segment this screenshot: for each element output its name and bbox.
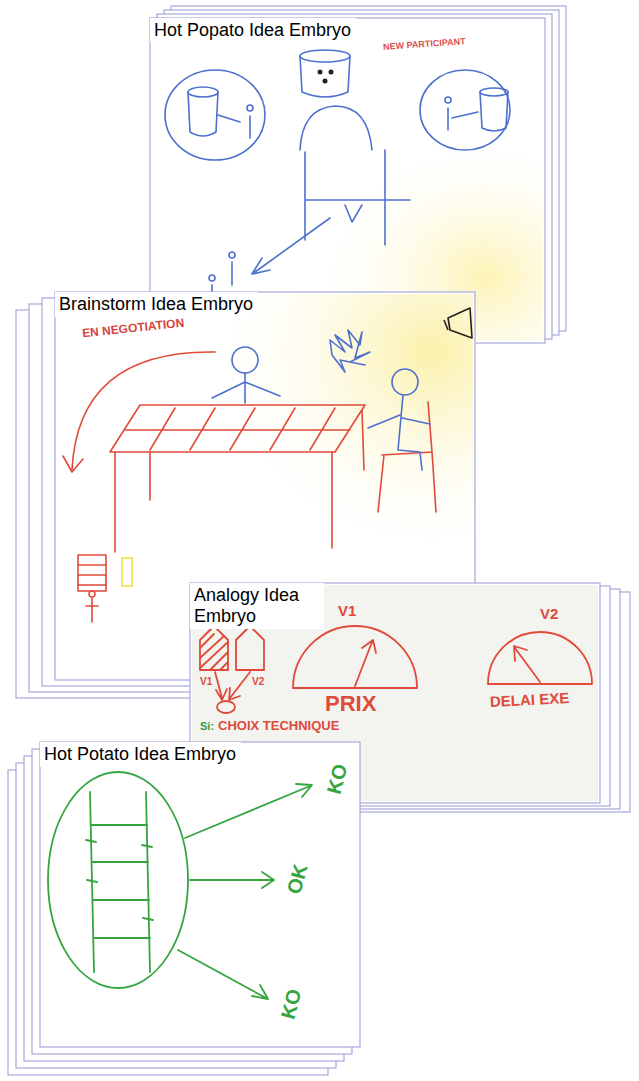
dice-dots — [329, 70, 334, 75]
blue-sketch — [368, 395, 430, 470]
blue-sketch — [480, 88, 508, 96]
blue-sketch — [212, 330, 430, 470]
blue-sketch — [247, 105, 253, 111]
blue-sketch — [445, 97, 451, 103]
sketch-label: DELAI EXE — [490, 690, 570, 711]
red-sketch — [89, 591, 95, 597]
sketch-label: PRIX — [325, 692, 376, 716]
blue-sketch — [392, 369, 418, 395]
blue-sketch — [448, 108, 478, 130]
sketch-label: KO — [276, 987, 305, 1022]
blue-sketch — [209, 275, 215, 281]
red-sketch — [125, 408, 350, 450]
card-title: Hot Potato Idea Embryo — [40, 742, 241, 767]
red-sketch — [236, 626, 264, 670]
red-sketch — [78, 555, 106, 591]
red-sketch — [293, 626, 417, 688]
sketch-label: KO — [322, 762, 351, 797]
blue-sketch — [218, 115, 240, 122]
blue-sketch — [229, 252, 235, 258]
sketch-label: EN NEGOTIATION — [82, 317, 185, 341]
sketch-label: V2 — [540, 606, 558, 623]
idea-card: Analogy Idea Embryo — [190, 583, 600, 803]
red-sketch — [488, 632, 592, 684]
green-sketch — [90, 792, 150, 972]
megaphone-icon — [444, 308, 472, 338]
dice-dots — [318, 70, 323, 75]
blue-sketch — [345, 205, 362, 222]
card-title: Analogy Idea Embryo — [190, 583, 324, 629]
blue-sketch — [300, 106, 372, 150]
card-title: Brainstorm Idea Embryo — [55, 292, 258, 317]
blue-sketch — [231, 262, 233, 285]
whiteboard-photo — [42, 744, 358, 1045]
blue-sketch — [232, 347, 258, 373]
red-sketch — [63, 456, 83, 472]
blue-sketch — [252, 218, 330, 274]
blue-sketch — [249, 116, 251, 138]
yellow-note — [122, 558, 132, 586]
card-title: Hot Popato Idea Embryo — [150, 18, 356, 43]
sketch-label: V2 — [252, 676, 264, 687]
red-sketch — [110, 405, 365, 452]
idea-card: Hot Popato Idea Embryo — [150, 18, 545, 343]
red-sketch — [200, 634, 228, 670]
green-sketch — [48, 772, 188, 988]
blue-sketch — [165, 50, 510, 300]
dice-dots — [323, 79, 328, 84]
red-sketch — [215, 672, 227, 700]
megaphone-icon — [448, 308, 472, 338]
sheet-stack — [40, 742, 360, 1047]
blue-sketch — [420, 70, 510, 150]
blue-sketch — [480, 92, 508, 131]
blue-sketch — [305, 150, 410, 245]
idea-card: Hot Potato Idea Embryo — [40, 742, 360, 1047]
green-sketch — [190, 872, 274, 888]
sketch-label: OK — [282, 862, 311, 897]
megaphone-icon — [444, 320, 448, 330]
blue-sketch — [188, 92, 218, 136]
red-sketch — [200, 626, 592, 713]
red-sketch — [217, 701, 235, 713]
sheet-stack — [8, 742, 360, 1075]
blue-sketch — [212, 373, 280, 403]
sketch-label: V1 — [338, 603, 356, 620]
green-sketch — [178, 950, 268, 999]
green-sketch — [185, 784, 312, 838]
sketch-label: Si: — [200, 720, 214, 732]
green-sketch — [86, 840, 153, 920]
idea-card: Brainstorm Idea Embryo — [55, 292, 475, 680]
red-sketch — [78, 565, 106, 585]
red-sketch — [86, 598, 98, 622]
green-sketch — [91, 825, 150, 938]
sketch-label: NEW PARTICIPANT — [383, 37, 466, 53]
red-sketch — [115, 410, 364, 552]
dice-dots — [318, 70, 334, 84]
blue-sketch — [330, 330, 370, 372]
blue-sketch — [188, 87, 218, 97]
sketch-label: V1 — [200, 676, 212, 687]
sketch-label: CHOIX TECHNIQUE — [218, 719, 339, 733]
red-sketch — [63, 352, 436, 622]
red-sketch — [229, 672, 250, 700]
blue-sketch — [300, 50, 350, 62]
red-sketch — [514, 646, 540, 682]
blue-sketch — [165, 70, 265, 160]
green-sketch — [48, 772, 312, 999]
red-sketch — [355, 640, 376, 686]
red-sketch — [200, 626, 228, 670]
